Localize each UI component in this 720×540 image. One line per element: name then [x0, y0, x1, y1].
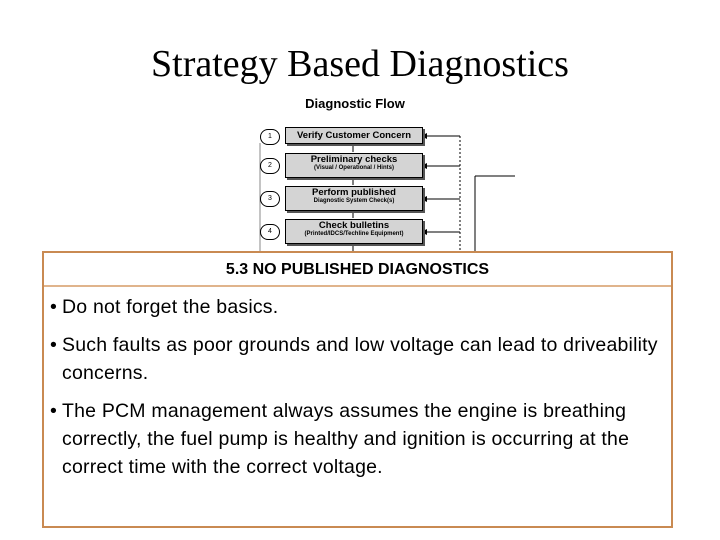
- bullet-text: The PCM management always assumes the en…: [62, 400, 630, 478]
- bullet-item: •The PCM management always assumes the e…: [50, 397, 665, 481]
- flow-step-4: Check bulletins (Printed/IDCS/Techline E…: [285, 219, 423, 244]
- flow-step-1: Verify Customer Concern: [285, 127, 423, 144]
- content-panel: 5.3 NO PUBLISHED DIAGNOSTICS •Do not for…: [42, 251, 673, 528]
- flow-step-3: Perform published Diagnostic System Chec…: [285, 186, 423, 211]
- bullet-text: Do not forget the basics.: [62, 296, 279, 318]
- step-number-4: 4: [260, 224, 280, 240]
- bullet-text: Such faults as poor grounds and low volt…: [62, 334, 658, 384]
- step-label: Preliminary checks: [310, 154, 398, 165]
- step-sublabel: Diagnostic System Check(s): [313, 198, 395, 204]
- bullet-icon: •: [50, 400, 58, 422]
- flow-title: Diagnostic Flow: [305, 96, 405, 111]
- bullet-item: •Do not forget the basics.: [50, 293, 665, 321]
- step-number-2: 2: [260, 158, 280, 174]
- bullet-item: •Such faults as poor grounds and low vol…: [50, 331, 665, 387]
- step-label: Perform published: [312, 187, 396, 198]
- step-sublabel: (Visual / Operational / Hints): [314, 165, 394, 171]
- step-number-3: 3: [260, 191, 280, 207]
- diagnostic-flow-diagram: Diagnostic Flow 1 Verify Customer Concer…: [255, 96, 515, 256]
- step-number-1: 1: [260, 129, 280, 145]
- flow-step-2: Preliminary checks (Visual / Operational…: [285, 153, 423, 178]
- bullet-icon: •: [50, 334, 58, 356]
- step-label: Verify Customer Concern: [296, 130, 412, 141]
- panel-header: 5.3 NO PUBLISHED DIAGNOSTICS: [44, 253, 671, 287]
- slide-title: Strategy Based Diagnostics: [151, 43, 569, 85]
- bullet-list: •Do not forget the basics. •Such faults …: [44, 287, 671, 481]
- bullet-icon: •: [50, 296, 58, 318]
- step-sublabel: (Printed/IDCS/Techline Equipment): [304, 231, 404, 237]
- step-label: Check bulletins: [318, 220, 390, 231]
